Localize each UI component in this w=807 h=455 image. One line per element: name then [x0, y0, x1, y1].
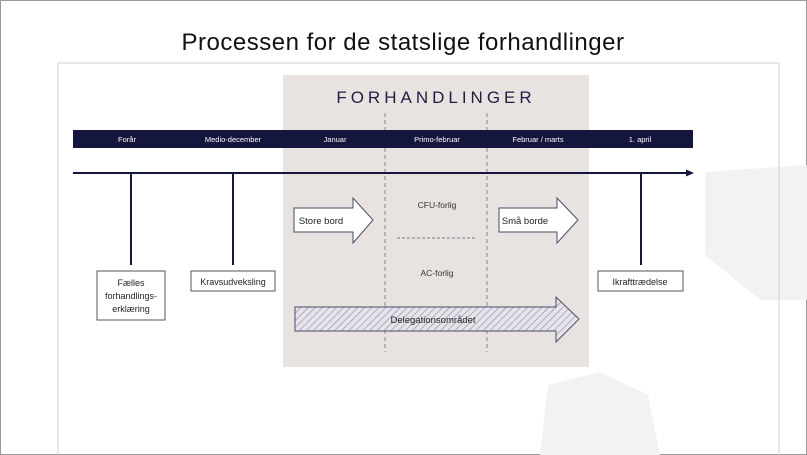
smaa-borde-arrow: Små borde: [498, 196, 579, 245]
milestone-faelles: Fælles forhandlings- erklæring: [96, 270, 166, 321]
diagram-frame: [57, 62, 780, 455]
milestone-label: Ikrafttrædelse: [612, 277, 667, 287]
milestone-label: erklæring: [112, 304, 150, 314]
period-label: Primo-februar: [414, 135, 460, 144]
milestone-label: Kravsudveksling: [200, 277, 266, 287]
milestone-ikraft: Ikrafttrædelse: [597, 270, 684, 292]
period-label: Februar / marts: [512, 135, 564, 144]
section-heading: FORHANDLINGER: [336, 88, 535, 107]
background-shape: [705, 165, 807, 300]
background-shape: [540, 372, 660, 455]
arrow-label: Små borde: [502, 216, 548, 227]
milestone-krav: Kravsudveksling: [190, 270, 276, 292]
cfu-agreement-label: CFU-forlig: [418, 200, 457, 210]
period-bar: [73, 130, 693, 148]
page-title: Processen for de statslige forhandlinger: [182, 29, 625, 56]
period-label: Medio-december: [205, 135, 262, 144]
period-label: 1. april: [629, 135, 652, 144]
period-label: Januar: [324, 135, 347, 144]
delegation-arrow: Delegationsområdet: [294, 295, 580, 344]
milestone-label: forhandlings-: [105, 291, 157, 301]
period-label: Forår: [118, 135, 136, 144]
ac-agreement-label: AC-forlig: [420, 268, 453, 278]
timeline-arrowhead-icon: [686, 169, 694, 177]
arrow-label: Delegationsområdet: [390, 315, 475, 326]
milestone-label: Fælles: [117, 278, 145, 288]
arrow-label: Store bord: [299, 216, 343, 227]
store-bord-arrow: Store bord: [293, 196, 374, 245]
